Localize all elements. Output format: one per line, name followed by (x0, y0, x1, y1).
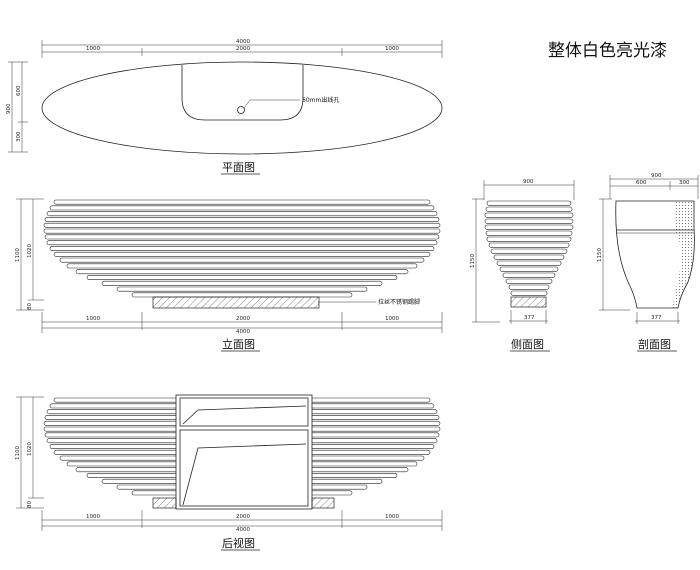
plan-seg1-dim: 1000 (86, 46, 100, 52)
slat (484, 212, 574, 218)
front-foot-gap: 80 (27, 303, 33, 310)
slat (43, 228, 441, 234)
side-kickplate (510, 296, 547, 308)
slat (485, 206, 573, 212)
rear-seg3-dim: 1000 (385, 514, 399, 520)
slat (484, 224, 574, 230)
slat (46, 240, 438, 246)
front-kickplate (152, 296, 320, 309)
slat (66, 263, 418, 269)
front-elevation: 1100 1020 80 拉丝不锈钢踢脚 1000 2000 1000 4000… (15, 198, 443, 352)
section-width-dim: 900 (651, 173, 662, 179)
front-seg2-dim: 2000 (236, 316, 250, 322)
plan-view-label: 平面图 (222, 161, 255, 174)
rear-seg1-dim: 1000 (86, 514, 100, 520)
slat (485, 230, 573, 236)
slat (75, 269, 409, 275)
rear-height-dim: 1100 (15, 446, 21, 460)
plan-seg3-dim: 1000 (385, 46, 399, 52)
plan-seg2-dim: 2000 (236, 46, 250, 52)
slat (43, 222, 441, 228)
slat (131, 292, 353, 298)
section-height-dim: 1150 (597, 248, 603, 262)
plan-inner-recess (181, 65, 304, 121)
slat (46, 211, 438, 217)
slat (59, 257, 425, 263)
slat (49, 246, 435, 251)
plan-overall-dim: 4000 (236, 39, 250, 45)
plan-depth-part1: 600 (16, 85, 22, 96)
rear-view: 1100 1020 80 1000 2000 1000 4000 后视图 (15, 394, 443, 551)
side-base-dim: 377 (524, 315, 535, 321)
rear-foot-gap: 80 (27, 501, 33, 508)
wire-hole-note: 60mm出线孔 (302, 96, 339, 104)
rear-height-part: 1020 (27, 442, 33, 456)
front-view-label: 立面图 (222, 337, 255, 351)
front-seg1-dim: 1000 (86, 316, 100, 322)
front-stripes (43, 199, 441, 298)
slat (505, 278, 553, 284)
slat (86, 275, 398, 280)
slat (484, 218, 574, 224)
rear-overall-dim: 4000 (236, 527, 250, 533)
slat (49, 205, 435, 211)
front-overall-dim: 4000 (236, 329, 250, 335)
slat (508, 284, 550, 290)
rear-seg2-dim: 2000 (236, 514, 250, 520)
slat (486, 236, 572, 242)
slat (499, 266, 559, 272)
slat (101, 280, 383, 286)
rear-opening (175, 394, 313, 510)
front-height-dim: 1100 (15, 248, 21, 262)
plan-view: 4000 1000 2000 1000 900 600 300 60mm出线孔 … (6, 39, 443, 175)
section-fill (672, 201, 695, 308)
plan-outline (41, 61, 443, 155)
front-seg3-dim: 1000 (385, 316, 399, 322)
side-stripes (484, 200, 574, 296)
plan-depth-dim: 900 (6, 103, 12, 114)
slat (488, 242, 570, 248)
side-view: 900 1150 377 侧面图 (470, 179, 575, 352)
slat (53, 251, 431, 257)
drawing-title: 整体白色亮光漆 (548, 41, 667, 61)
section-view-label: 剖面图 (638, 337, 671, 351)
side-view-label: 侧面图 (511, 338, 544, 351)
section-part2-dim: 300 (679, 180, 690, 186)
rear-view-label: 后视图 (222, 536, 255, 550)
slat (490, 248, 568, 254)
plan-depth-part2: 300 (16, 131, 22, 142)
rear-kickplate-left (152, 497, 177, 509)
wire-hole (237, 106, 245, 114)
slat (116, 286, 368, 292)
slat (510, 290, 548, 296)
slat (486, 200, 572, 206)
front-height-part: 1020 (27, 244, 33, 258)
slat (44, 234, 440, 240)
section-base-dim: 377 (651, 315, 662, 321)
side-width-dim: 900 (523, 179, 534, 185)
section-view: 900 600 300 1150 377 剖面图 (597, 173, 699, 352)
slat (493, 254, 565, 260)
front-foot-note: 拉丝不锈钢踢脚 (378, 298, 420, 306)
side-height-dim: 1150 (470, 254, 476, 268)
slat (44, 217, 440, 222)
slat (496, 260, 562, 266)
rear-kickplate-right (311, 497, 335, 509)
slat (502, 272, 556, 278)
slat (53, 199, 431, 205)
section-part1-dim: 600 (636, 180, 647, 186)
